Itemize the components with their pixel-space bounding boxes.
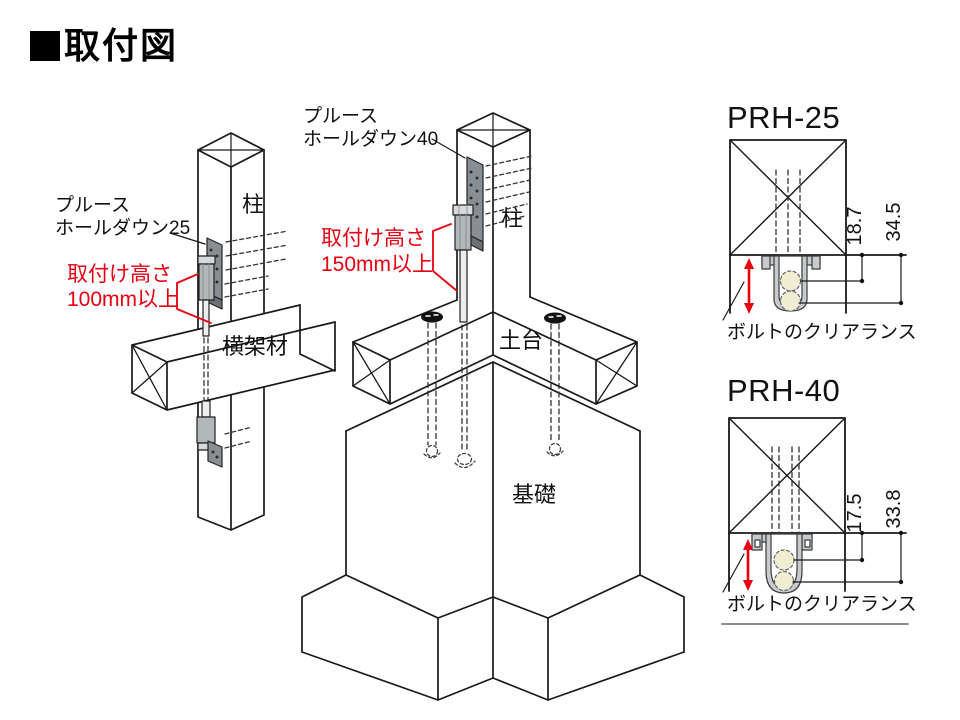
center-height-note-line2: 150mm以上 (321, 253, 434, 276)
prh40-dim-outer: 33.8 (883, 489, 905, 529)
beam-end-cross (131, 344, 168, 411)
prh25-title: PRH-25 (727, 100, 841, 135)
left-upper-column (197, 132, 265, 330)
anchor-hidden-rods (427, 322, 560, 453)
sill-end-cross-left (352, 341, 391, 405)
clearance-arrow-red (743, 539, 753, 591)
foundation-label: 基礎 (512, 482, 557, 507)
prh40-clearance-label: ボルトのクリアランス (727, 594, 917, 615)
sill (352, 296, 638, 405)
title-square-marker (30, 30, 60, 61)
bolt-positions (779, 270, 802, 312)
prh25-dim-inner: 18.7 (844, 206, 866, 246)
part-label-leader (431, 138, 466, 159)
threaded-rod (459, 249, 468, 323)
rod-hidden-through-beam (203, 337, 209, 401)
sill-end-cross-right (595, 341, 638, 405)
prh25-drawing (722, 139, 907, 321)
clearance-label-leader (722, 281, 745, 321)
left-column-label: 柱 (242, 192, 265, 217)
screw-hidden-lines (224, 230, 289, 298)
screw-hidden-lines (224, 426, 253, 449)
coupler-nut (197, 255, 216, 265)
holddown-plate (207, 440, 223, 468)
page-title: 取付図 (30, 26, 178, 66)
prh25-clearance-label: ボルトのクリアランス (727, 322, 917, 343)
part-label-leader (169, 232, 206, 245)
center-part-label-line2: ホールダウン40 (303, 129, 439, 150)
center-part-label-line1: プルース (303, 106, 379, 127)
clearance-arrow-red (744, 258, 754, 314)
prh40-drawing (721, 417, 909, 625)
anchor-hook-ends (423, 442, 564, 469)
threaded-rod (201, 400, 211, 418)
timber-cross (728, 417, 846, 534)
left-lower-holddown (196, 400, 253, 468)
height-bracket-red (432, 223, 458, 292)
clearance-label-leader (722, 553, 745, 593)
hidden-bolt-lines (775, 169, 801, 256)
left-beam-label: 横架材 (222, 334, 289, 359)
threaded-rod (202, 299, 210, 337)
center-column (456, 112, 531, 313)
left-height-note-line2: 100mm以上 (67, 288, 180, 311)
anchor-bolt-heads (421, 311, 566, 324)
prh40-title: PRH-40 (727, 373, 841, 408)
left-height-note-line1: 取付け高さ (67, 263, 172, 286)
coupler (454, 214, 472, 251)
dimension-lines (798, 252, 904, 306)
dimension-lines (792, 530, 904, 585)
left-isometric-view (131, 132, 336, 531)
left-beam (131, 304, 336, 411)
coupler-nut (452, 204, 474, 216)
center-height-note-line1: 取付け高さ (321, 227, 426, 250)
coupler (196, 416, 216, 444)
foundation (301, 361, 685, 701)
page-title-text: 取付図 (64, 25, 179, 66)
screw-hidden-lines (485, 155, 533, 227)
height-bracket-red (176, 273, 212, 324)
coupler (198, 263, 215, 301)
prh40-dim-inner: 17.5 (844, 493, 866, 533)
sill-label: 土台 (499, 328, 544, 353)
left-part-label-line2: ホールダウン25 (55, 218, 191, 239)
left-upper-holddown (197, 230, 289, 337)
prh25-dim-outer: 34.5 (883, 202, 905, 242)
hidden-bolt-lines (771, 446, 800, 534)
plate-screw-dots (211, 450, 219, 459)
center-holddown (452, 155, 533, 323)
center-column-label: 柱 (501, 206, 524, 231)
center-isometric-view (301, 112, 685, 701)
left-part-label-line1: プルース (55, 195, 131, 216)
